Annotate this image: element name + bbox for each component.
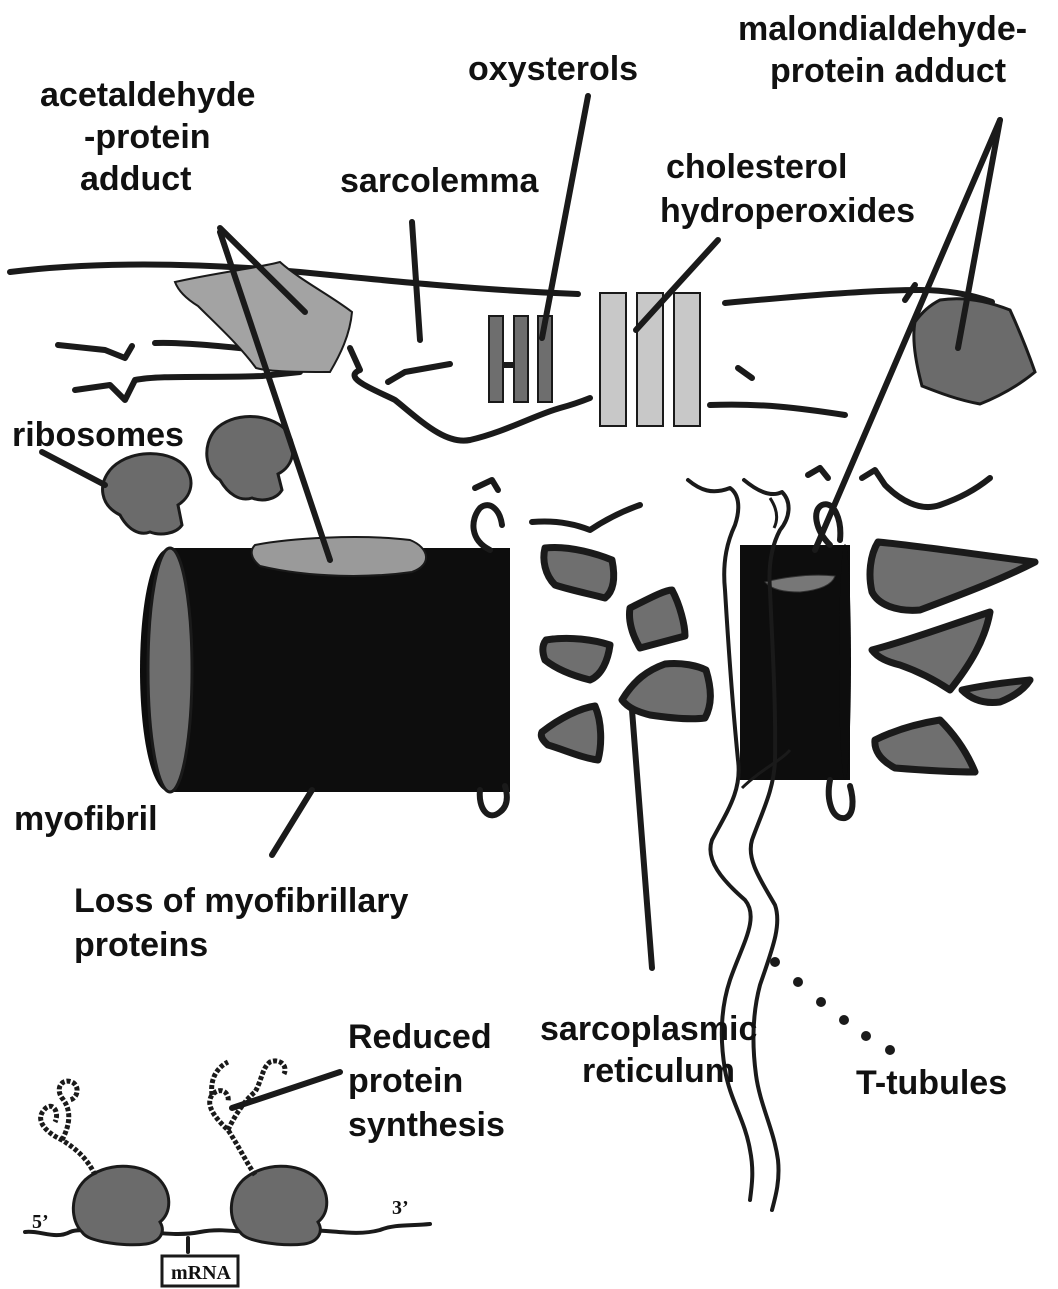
label-acetaldehyde-1: acetaldehyde xyxy=(40,76,255,114)
label-ribosomes: ribosomes xyxy=(12,416,184,454)
label-acetaldehyde-3: adduct xyxy=(80,160,191,198)
label-loss-1: Loss of myofibrillary xyxy=(74,882,408,920)
label-cholesterol-1: cholesterol xyxy=(666,148,847,186)
label-reduced-1: Reduced xyxy=(348,1018,492,1056)
sarcoplasmic-reticulum-blobs xyxy=(475,480,710,760)
label-three-prime: 3’ xyxy=(392,1197,409,1219)
label-t-tubules: T-tubules xyxy=(856,1064,1007,1102)
malondialdehyde-adduct-blob xyxy=(914,299,1035,404)
label-reduced-3: synthesis xyxy=(348,1106,505,1144)
label-reduced-2: protein xyxy=(348,1062,463,1100)
sarcoplasmic-reticulum-blobs-right xyxy=(862,470,1035,772)
label-sarcoplasmic-1: sarcoplasmic xyxy=(540,1010,757,1048)
acetaldehyde-adduct-myofibril-blob xyxy=(252,537,426,576)
ribosome-upper-right xyxy=(207,417,293,500)
label-sarcoplasmic-2: reticulum xyxy=(582,1052,735,1090)
label-mrna: mRNA xyxy=(171,1262,232,1284)
ribosome-upper-left xyxy=(103,454,191,534)
label-cholesterol-2: hydroperoxides xyxy=(660,192,915,230)
label-malondialdehyde-1: malondialdehyde- xyxy=(738,10,1027,48)
label-malondialdehyde-2: protein adduct xyxy=(770,52,1006,90)
label-acetaldehyde-2: -protein xyxy=(84,118,211,156)
label-oxysterols: oxysterols xyxy=(468,50,638,88)
label-myofibril: myofibril xyxy=(14,800,158,838)
t-tubules-dotted-leader xyxy=(770,957,895,1055)
label-five-prime: 5’ xyxy=(32,1211,49,1233)
label-sarcolemma: sarcolemma xyxy=(340,162,540,200)
label-loss-2: proteins xyxy=(74,926,208,964)
myofibril-right xyxy=(740,468,853,818)
